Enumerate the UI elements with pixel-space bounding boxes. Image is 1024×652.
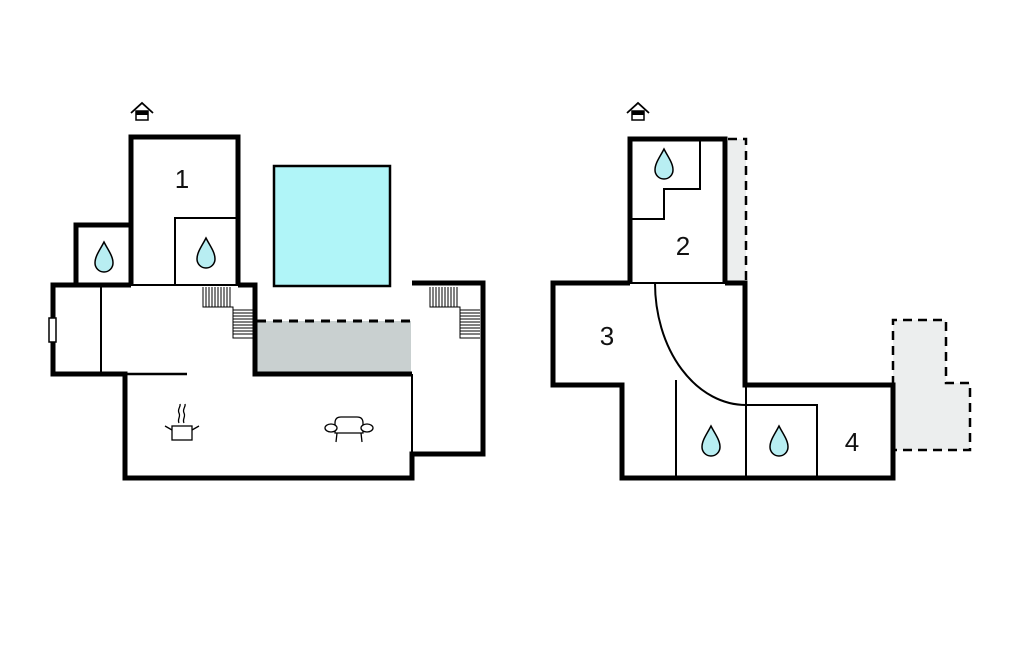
- water-drop-icon: [94, 241, 114, 273]
- window: [48, 317, 57, 343]
- water-drop-icon: [701, 425, 721, 457]
- cooking-pot-icon: [164, 403, 200, 441]
- pool: [272, 164, 392, 288]
- inner-walls: [630, 139, 818, 478]
- inner-walls: [100, 217, 413, 454]
- home-entrance-icon: [130, 102, 154, 121]
- terrace: [893, 320, 970, 450]
- outer-walls: [550, 136, 896, 481]
- water-drop-icon: [196, 237, 216, 269]
- home-entrance-icon: [626, 102, 650, 121]
- room-label-4: 4: [845, 427, 859, 457]
- terrace: [257, 321, 411, 373]
- room-label-1: 1: [175, 164, 189, 194]
- stairs-icon: [429, 287, 480, 339]
- room-label-2: 2: [676, 231, 690, 261]
- outer-walls: [50, 134, 486, 481]
- balcony: [728, 139, 746, 283]
- room-label-3: 3: [600, 321, 614, 351]
- stairs-icon: [202, 287, 255, 339]
- ground-floor-plan: 1: [48, 102, 486, 481]
- terrace-edge: [891, 318, 972, 452]
- water-drop-icon: [769, 425, 789, 457]
- sofa-icon: [324, 416, 374, 443]
- water-drop-icon: [654, 148, 674, 180]
- balcony-edge: [728, 137, 748, 283]
- upper-floor-plan: 2 3 4: [550, 102, 972, 481]
